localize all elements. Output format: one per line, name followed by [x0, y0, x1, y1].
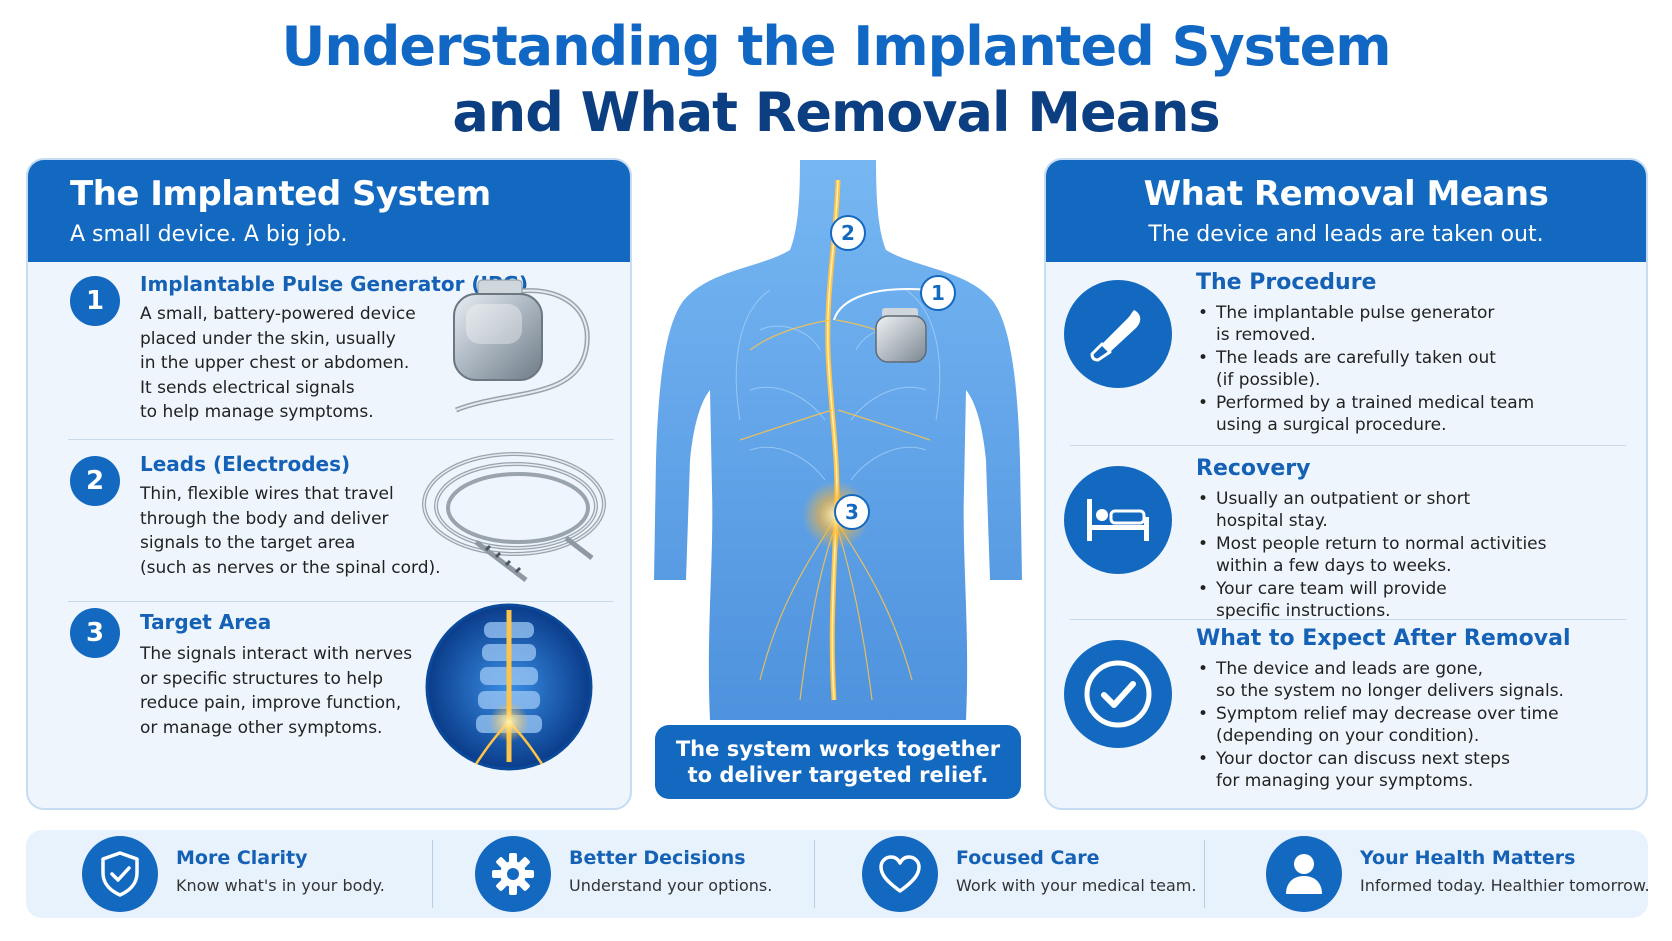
section-title: The Procedure: [1196, 270, 1377, 295]
person-icon: [1266, 836, 1342, 912]
list-item: Symptom relief may decrease over time(de…: [1196, 703, 1564, 747]
benefit-desc: Work with your medical team.: [956, 876, 1197, 895]
caption-line-2: to deliver targeted relief.: [687, 763, 989, 787]
section-procedure: The Procedure The implantable pulse gene…: [1046, 262, 1646, 446]
after-removal-list: The device and leads are gone,so the sys…: [1196, 658, 1564, 793]
benefits-bar: More Clarity Know what's in your body. B…: [26, 830, 1650, 918]
item-title: Implantable Pulse Generator (IPG): [140, 272, 529, 296]
page-title: Understanding the Implanted System and W…: [0, 14, 1672, 146]
implanted-system-heading: The Implanted System: [70, 174, 491, 214]
list-item: The device and leads are gone,so the sys…: [1196, 658, 1564, 702]
list-item-ipg: 1 Implantable Pulse Generator (IPG) A sm…: [48, 262, 614, 440]
divider: [814, 840, 815, 908]
item-description: A small, battery-powered device placed u…: [140, 304, 416, 422]
list-item-target-area: 3 Target Area The signals interact with …: [48, 602, 614, 808]
removal-heading: What Removal Means: [1143, 174, 1549, 214]
benefit-desc: Understand your options.: [569, 876, 773, 895]
benefit-desc: Informed today. Healthier tomorrow.: [1360, 876, 1650, 895]
removal-panel: What Removal Means The device and leads …: [1044, 158, 1648, 810]
shield-check-icon: [82, 836, 158, 912]
body-illustration: 1 2 3: [650, 160, 1026, 800]
system-caption: The system works together to deliver tar…: [655, 725, 1021, 799]
removal-subheading: The device and leads are taken out.: [1148, 222, 1544, 247]
implanted-system-header: The Implanted System A small device. A b…: [28, 160, 630, 262]
benefit-title: Focused Care: [956, 847, 1100, 869]
number-badge: 1: [70, 276, 120, 326]
list-item: Most people return to normal activitiesw…: [1196, 533, 1547, 577]
caption-line-1: The system works together: [675, 737, 1001, 761]
list-item: The leads are carefully taken out(if pos…: [1196, 347, 1534, 391]
title-line-2: and What Removal Means: [452, 81, 1220, 144]
benefit-title: Better Decisions: [569, 847, 746, 869]
implanted-system-subheading: A small device. A big job.: [70, 222, 348, 247]
leads-wire-icon: [422, 452, 606, 582]
divider: [1204, 840, 1205, 908]
scalpel-icon: [1064, 280, 1172, 388]
benefit-title: More Clarity: [176, 847, 308, 869]
gear-icon: [475, 836, 551, 912]
benefit-desc: Know what's in your body.: [176, 876, 385, 895]
benefit-title: Your Health Matters: [1360, 847, 1576, 869]
bed-icon: [1064, 466, 1172, 574]
number-badge: 3: [70, 608, 120, 658]
removal-header: What Removal Means The device and leads …: [1046, 160, 1646, 262]
section-recovery: Recovery Usually an outpatient or shorth…: [1046, 446, 1646, 623]
item-title: Target Area: [140, 610, 272, 634]
title-line-1: Understanding the Implanted System: [281, 15, 1391, 78]
section-after-removal: What to Expect After Removal The device …: [1046, 620, 1646, 808]
marker-2: 2: [830, 215, 866, 251]
implanted-system-panel: The Implanted System A small device. A b…: [26, 158, 632, 810]
section-title: What to Expect After Removal: [1196, 626, 1571, 651]
item-description: Thin, flexible wires that travel through…: [140, 484, 441, 578]
heart-icon: [862, 836, 938, 912]
number-badge: 2: [70, 456, 120, 506]
checkmark-icon: [1064, 640, 1172, 748]
item-description: The signals interact with nerves or spec…: [140, 644, 413, 738]
list-item: Performed by a trained medical teamusing…: [1196, 392, 1534, 436]
divider: [432, 840, 433, 908]
marker-3: 3: [834, 494, 870, 530]
spine-closeup-image: [425, 603, 593, 771]
section-title: Recovery: [1196, 456, 1311, 481]
list-item-leads: 2 Leads (Electrodes) Thin, flexible wire…: [48, 440, 614, 602]
item-title: Leads (Electrodes): [140, 452, 351, 476]
pulse-generator-icon: [453, 279, 590, 413]
marker-1: 1: [920, 275, 956, 311]
